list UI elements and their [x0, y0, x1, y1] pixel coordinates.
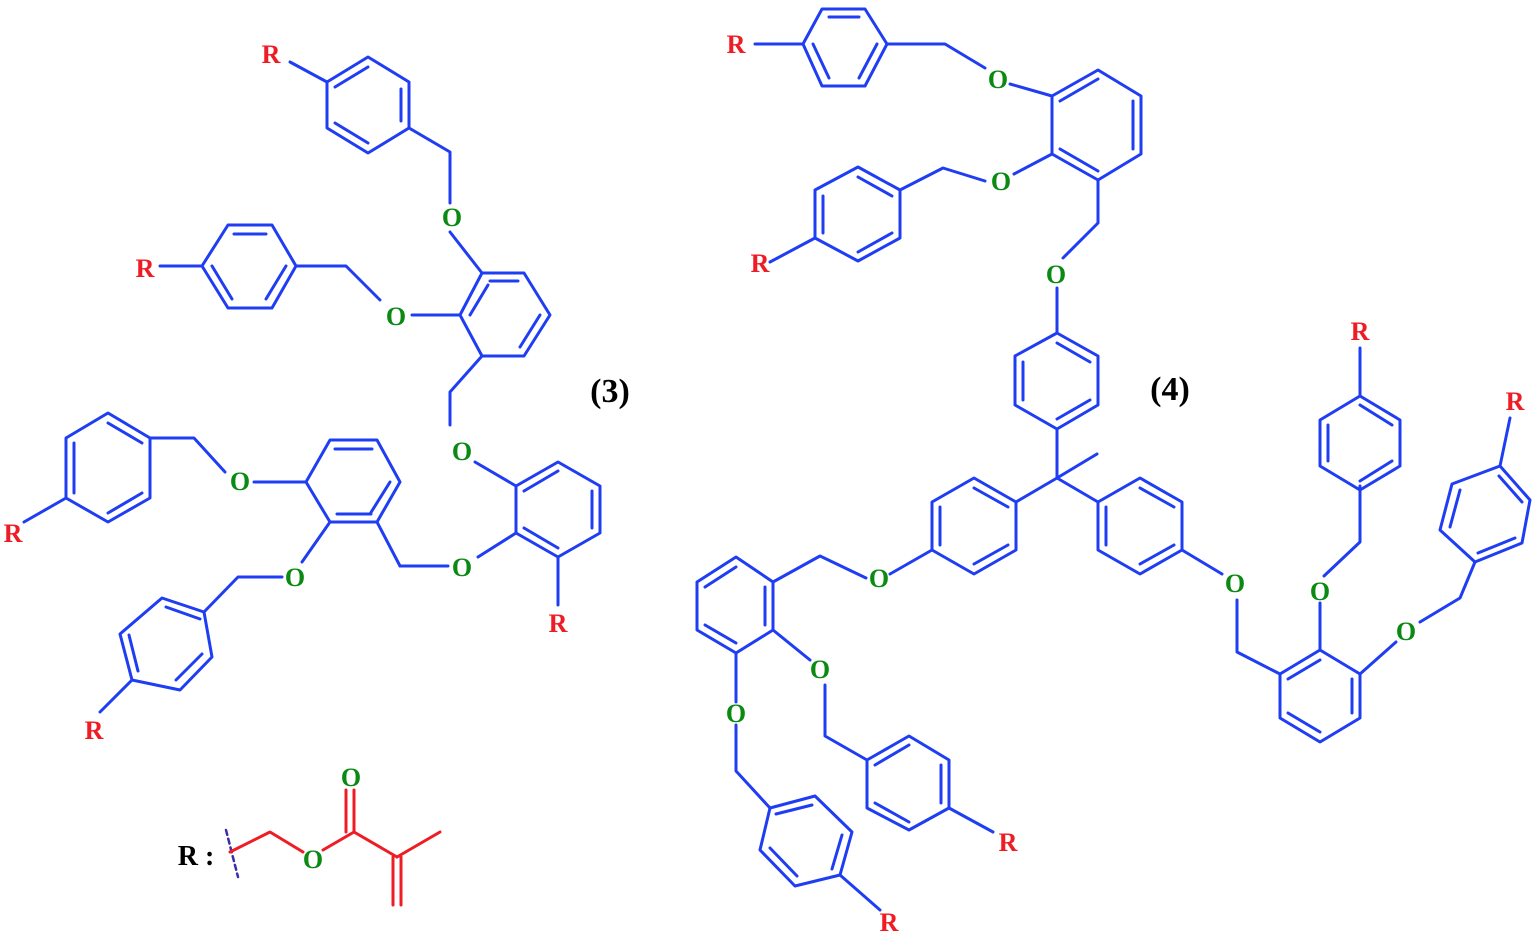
ester-oxygen: O	[303, 845, 323, 874]
compound-3-label: (3)	[590, 373, 630, 410]
compound-3: O O O O O O R R R R R (3)	[4, 40, 630, 745]
oxygen-atom: O	[452, 437, 472, 466]
r-group-label: R	[136, 254, 155, 283]
r-group-label: R	[999, 828, 1018, 857]
oxygen-atom: O	[442, 203, 462, 232]
oxygen-atom: O	[452, 553, 472, 582]
methacrylate-bonds	[228, 788, 442, 907]
oxygen-atom: O	[285, 563, 305, 592]
oxygen-atom: O	[991, 167, 1011, 196]
compound-4-oxygen-labels: O O O O O O O O O	[726, 65, 1416, 728]
oxygen-atom: O	[988, 65, 1008, 94]
oxygen-atom: O	[810, 655, 830, 684]
r-group-label: R	[727, 30, 746, 59]
compound-3-r-groups: R R R R R	[4, 40, 568, 745]
r-group-label: R	[4, 519, 23, 548]
oxygen-atom: O	[230, 467, 250, 496]
compound-3-oxygen-labels: O O O O O O	[230, 203, 472, 592]
r-group-label: R	[751, 249, 770, 278]
r-group-label: R	[85, 716, 104, 745]
r-group-label: R	[1351, 317, 1370, 346]
r-group-label: R	[549, 609, 568, 638]
oxygen-atom: O	[726, 699, 746, 728]
oxygen-atom: O	[1396, 617, 1416, 646]
attachment-point-mark	[224, 828, 240, 879]
compound-4: O O O O O O O O O R R R R R R (4)	[695, 7, 1532, 937]
compound-4-r-groups: R R R R R R	[727, 30, 1525, 937]
r-group-label: R	[262, 40, 281, 69]
r-group-label: R	[880, 908, 899, 935]
carbonyl-oxygen: O	[341, 763, 361, 792]
r-definition-label: R :	[178, 841, 215, 872]
compound-4-label: (4)	[1150, 371, 1190, 408]
compound-3-bonds	[22, 55, 602, 714]
r-group-definition: R : O O	[178, 763, 442, 907]
compound-4-bonds	[695, 7, 1532, 912]
oxygen-atom: O	[1225, 569, 1245, 598]
oxygen-atom: O	[869, 564, 889, 593]
oxygen-atom: O	[1046, 260, 1066, 289]
r-group-label: R	[1506, 387, 1525, 416]
oxygen-atom: O	[1310, 577, 1330, 606]
oxygen-atom: O	[386, 302, 406, 331]
